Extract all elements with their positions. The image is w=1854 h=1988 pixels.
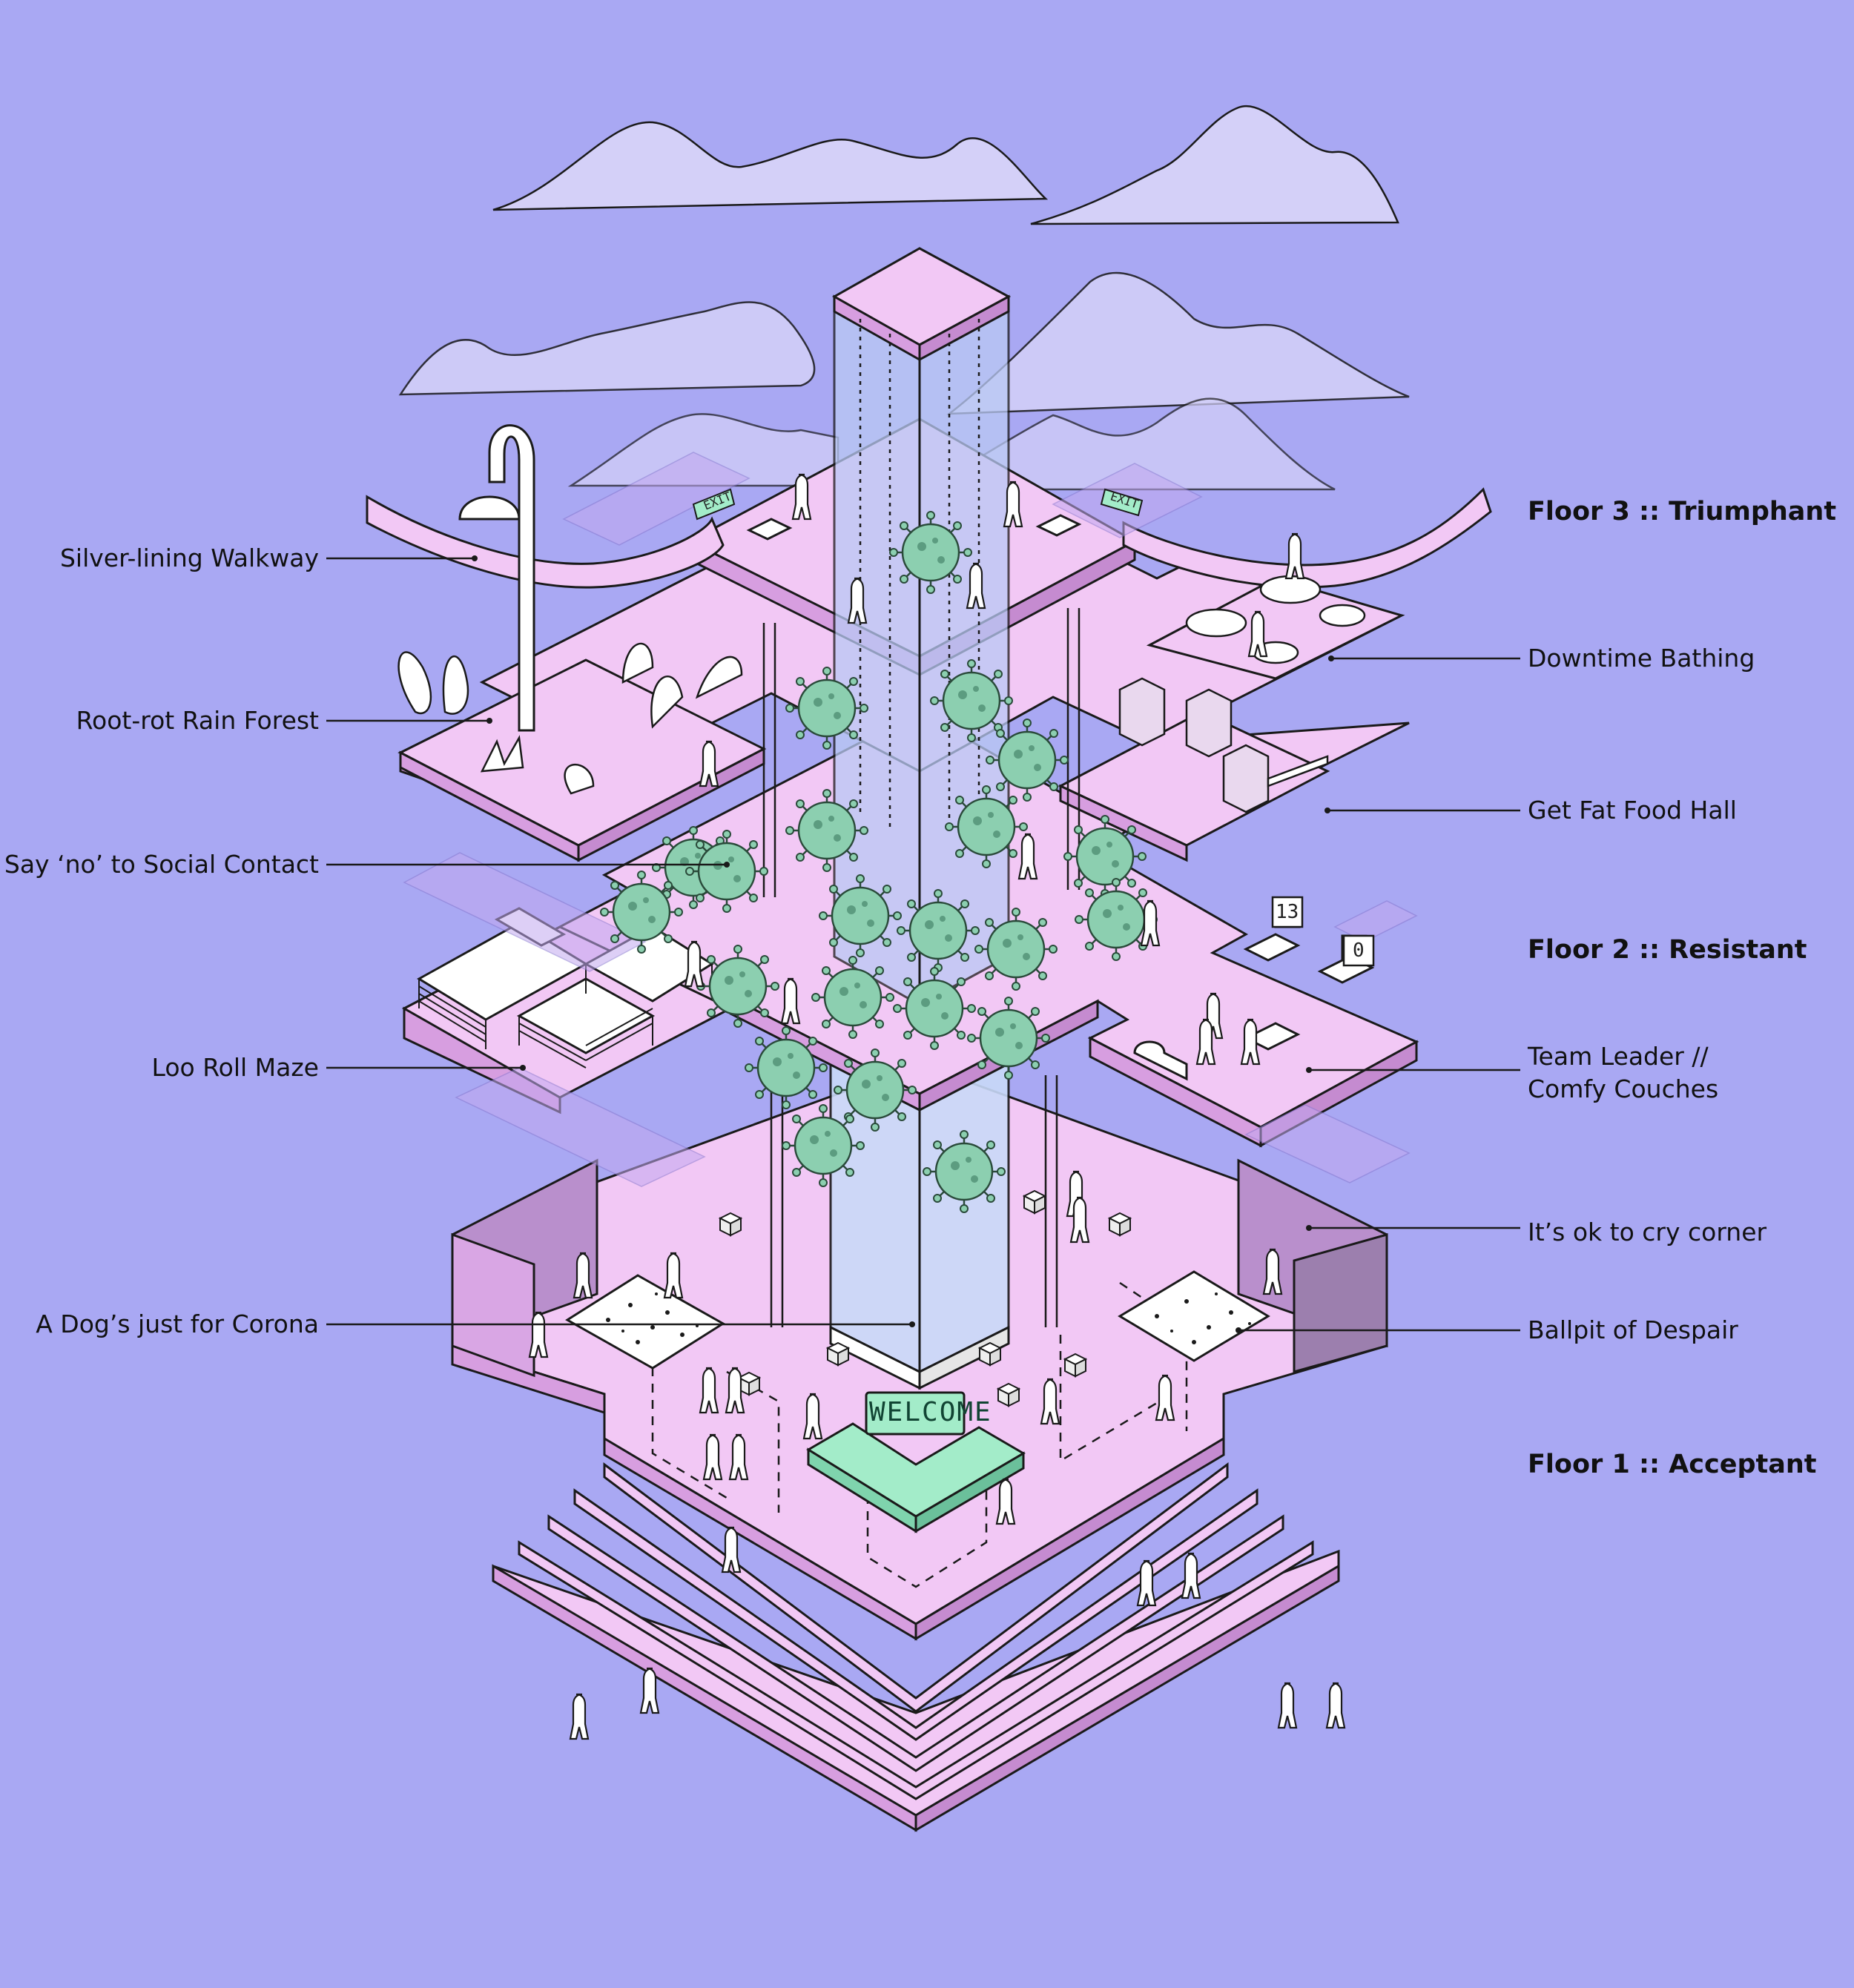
label-ballpit: Ballpit of Despair [1528,1315,1738,1344]
label-floor-1: Floor 1 :: Acceptant [1528,1450,1817,1479]
welcome-sign: WELCOME [869,1397,992,1427]
bathtubs [1185,575,1366,664]
food-hall-vending [1118,677,1329,813]
silver-lining-walkway [366,487,1492,589]
label-floor-2: Floor 2 :: Resistant [1528,935,1807,965]
score-right: 0 [1353,939,1365,962]
rain-forest-plants [397,642,743,795]
score-left: 13 [1276,901,1299,923]
clouds [398,105,1410,491]
scoreboard [1271,896,1375,967]
leader-lines [326,557,1520,1332]
label-comfy-couches: Comfy Couches [1528,1074,1719,1103]
label-loo-roll-maze: Loo Roll Maze [151,1053,319,1082]
label-silver-lining-walkway: Silver-lining Walkway [59,544,319,572]
label-food-hall: Get Fat Food Hall [1528,796,1737,825]
stepped-base [492,1462,1340,1832]
shower-sculpture [458,424,535,732]
label-team-leader: Team Leader // [1528,1042,1709,1071]
label-downtime-bathing: Downtime Bathing [1528,644,1755,673]
ladders [762,608,1081,1327]
label-cry-corner: It’s ok to cry corner [1528,1218,1767,1246]
leader-dots [472,555,1334,1333]
label-root-rot-rain-forest: Root-rot Rain Forest [76,706,319,735]
translucent-planes [403,452,1418,1187]
label-social-contact: Say ‘no’ to Social Contact [4,850,319,879]
exit-signs [692,488,1144,521]
label-floor-3: Floor 3 :: Triumphant [1528,497,1837,526]
label-dog-corona: A Dog’s just for Corona [36,1310,319,1338]
